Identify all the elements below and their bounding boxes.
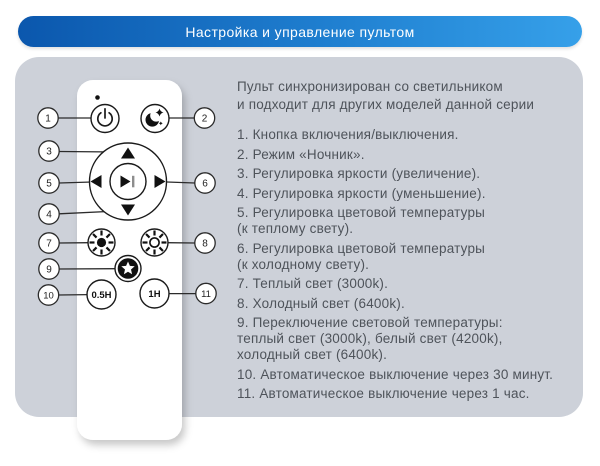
legend-item: 5. Регулировка цветовой температуры (к т… (237, 205, 486, 236)
legend-item: 4. Регулировка яркости (уменьшение). (237, 185, 486, 201)
color-cycle-button (114, 254, 142, 283)
legend-item: 3. Регулировка яркости (увеличение). (237, 166, 481, 181)
svg-text:6: 6 (202, 179, 208, 190)
cold-light-button (140, 228, 169, 257)
night-mode-button (140, 103, 170, 134)
page-title: Настройка и управление пультом (185, 23, 415, 40)
svg-text:1: 1 (45, 114, 51, 125)
triangle-right-icon (154, 175, 166, 188)
svg-text:5: 5 (46, 179, 52, 190)
power-button (90, 103, 120, 134)
callout-3: 3 (38, 140, 60, 162)
legend-item: 2. Режим «Ночник». (237, 146, 365, 162)
callout-1: 1 (37, 107, 59, 129)
warm-light-button (87, 228, 116, 257)
sun-filled-icon (89, 230, 114, 255)
svg-text:4: 4 (46, 210, 52, 221)
timer-30min-label: 0.5H (91, 290, 111, 301)
svg-text:3: 3 (46, 147, 52, 158)
header-banner: Настройка и управление пультом (18, 16, 582, 47)
callout-2: 2 (193, 107, 216, 129)
legend-item: 1. Кнопка включения/выключения. (237, 127, 459, 142)
callout-11: 11 (195, 282, 217, 305)
svg-text:11: 11 (201, 289, 211, 300)
power-icon (96, 107, 114, 127)
moon-stars-icon (145, 108, 164, 127)
led-dot (95, 95, 100, 100)
play-pause-icon (120, 175, 135, 188)
star-icon (121, 261, 135, 275)
callout-line-6 (166, 181, 195, 184)
triangle-left-icon (90, 175, 102, 188)
callout-4: 4 (38, 203, 60, 225)
legend: Пульт синхронизирован со светильником и … (237, 78, 581, 406)
intro-text: Пульт синхронизирован со светильником и … (237, 78, 581, 114)
sun-outline-icon (142, 230, 167, 255)
callout-9: 9 (38, 258, 60, 280)
timer-30min-button: 0.5H (86, 279, 117, 310)
callout-7: 7 (38, 232, 60, 254)
dpad (88, 142, 168, 221)
svg-text:8: 8 (202, 239, 208, 250)
intro-line: и подходит для других моделей данной сер… (237, 97, 535, 112)
svg-text:10: 10 (43, 291, 54, 302)
svg-text:2: 2 (202, 114, 208, 125)
svg-text:7: 7 (46, 239, 52, 250)
callout-line-5 (59, 181, 93, 184)
legend-item: 10. Автоматическое выключение через 30 м… (237, 366, 554, 382)
timer-1hour-button: 1H (139, 278, 170, 309)
intro-line: Пульт синхронизирован со светильником (237, 79, 503, 94)
legend-item: 9. Переключение световой температуры: те… (237, 315, 503, 362)
triangle-up-icon (121, 147, 135, 159)
callout-10: 10 (37, 284, 60, 306)
callout-8: 8 (194, 232, 216, 254)
triangle-down-icon (121, 204, 135, 216)
callout-6: 6 (194, 172, 216, 194)
callout-5: 5 (38, 172, 60, 194)
legend-item: 8. Холодный свет (6400k). (237, 295, 405, 311)
legend-item: 6. Регулировка цветовой температуры (к х… (237, 240, 486, 272)
callouts: 1 2 3 5 4 6 7 8 (37, 107, 217, 306)
timer-1hour-label: 1H (148, 289, 160, 300)
svg-text:9: 9 (46, 265, 52, 276)
callout-lines (58, 117, 196, 296)
legend-item: 11. Автоматическое выключение через 1 ча… (237, 386, 530, 401)
legend-item: 7. Теплый свет (3000k). (237, 276, 389, 291)
